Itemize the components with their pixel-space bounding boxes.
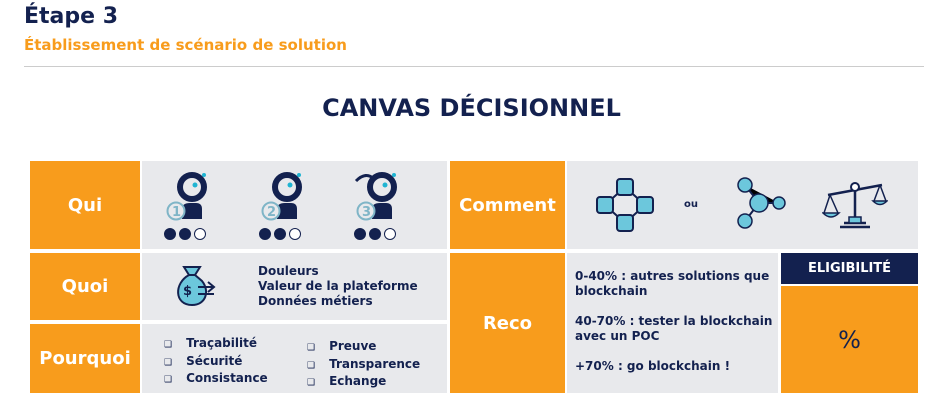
- filled-dot: [274, 228, 286, 240]
- rating-dots: [164, 225, 214, 244]
- filled-dot: [354, 228, 366, 240]
- rating-dots: [259, 225, 309, 244]
- persona-2: 2: [259, 169, 309, 244]
- bullet-icon: ❑: [164, 375, 173, 385]
- molecule-network-icon: [737, 177, 786, 229]
- eligibilite-header: ELIGIBILITÉ: [781, 253, 918, 284]
- blockchain-network-icon: [596, 178, 654, 232]
- quoi-item: Valeur de la plateforme: [258, 279, 418, 293]
- pourquoi-item: ❑Transparence: [307, 356, 421, 371]
- scale-balance-icon: [822, 182, 888, 229]
- pourquoi-item: ❑Echange: [307, 374, 387, 388]
- svg-text:$: $: [183, 284, 192, 299]
- reco-line: +70% : go blockchain !: [575, 359, 731, 373]
- comment-content: ou: [567, 161, 918, 249]
- pourquoi-item: ❑Traçabilité: [164, 336, 257, 350]
- reco-line: 0-40% : autres solutions que blockchain: [575, 269, 770, 298]
- eligibilite-value: %: [781, 286, 918, 393]
- pourquoi-item: ❑Consistance: [164, 371, 268, 385]
- bullet-icon: ❑: [307, 378, 316, 388]
- persona-icon: 3: [354, 172, 397, 221]
- canvas-title: CANVAS DÉCISIONNEL: [322, 94, 621, 122]
- bullet-icon: ❑: [307, 360, 316, 371]
- persona-1: 1: [164, 169, 214, 244]
- money-bag-icon: $: [177, 266, 216, 307]
- reco-line: 40-70% : tester la blockchain avec un PO…: [575, 314, 773, 343]
- filled-dot: [179, 228, 191, 240]
- empty-dot: [384, 228, 396, 240]
- empty-dot: [194, 228, 206, 240]
- persona-3: 3: [354, 169, 404, 244]
- pourquoi-item: ❑Sécurité: [164, 353, 243, 368]
- quoi-label: Quoi: [30, 253, 140, 320]
- step-title: Étape 3: [24, 4, 119, 29]
- persona-number: 2: [267, 205, 276, 220]
- comment-label: Comment: [450, 161, 565, 249]
- quoi-item: Données métiers: [258, 294, 373, 308]
- filled-dot: [369, 228, 381, 240]
- pourquoi-item: ❑Preuve: [307, 339, 377, 353]
- empty-dot: [289, 228, 301, 240]
- quoi-content: $ Douleurs Valeur de la plateforme Donné…: [142, 253, 447, 320]
- quoi-item: Douleurs: [258, 264, 319, 278]
- or-text: ou: [684, 199, 698, 210]
- persona-number: 1: [172, 205, 181, 220]
- persona-icon: 2: [261, 172, 302, 221]
- pourquoi-label: Pourquoi: [30, 324, 140, 393]
- step-subtitle: Établissement de scénario de solution: [24, 36, 347, 54]
- qui-personas: 1 2 3: [142, 161, 447, 249]
- qui-label: Qui: [30, 161, 140, 249]
- filled-dot: [259, 228, 271, 240]
- persona-number: 3: [362, 205, 371, 220]
- bullet-icon: ❑: [307, 343, 316, 353]
- filled-dot: [164, 228, 176, 240]
- persona-icon: 1: [166, 172, 207, 221]
- bullet-icon: ❑: [164, 340, 173, 350]
- divider: [24, 66, 924, 67]
- rating-dots: [354, 225, 404, 244]
- reco-content: 0-40% : autres solutions que blockchain …: [567, 253, 778, 393]
- bullet-icon: ❑: [164, 357, 173, 368]
- pourquoi-content: ❑Traçabilité ❑Sécurité ❑Consistance ❑Pre…: [142, 324, 447, 393]
- reco-label: Reco: [450, 253, 565, 393]
